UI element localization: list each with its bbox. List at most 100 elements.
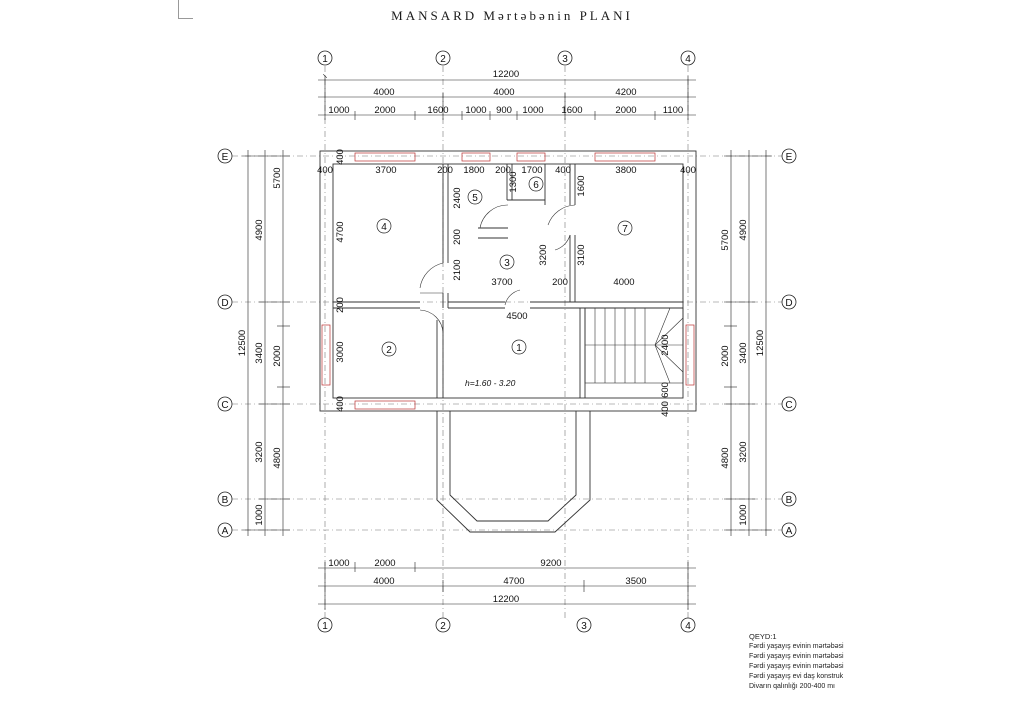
dim-bottom-r1-2: 2000	[374, 558, 395, 569]
notes-line: Fərdi yaşayış evinin mərtəbəsi	[749, 663, 844, 670]
dim-wall-200-d: 200	[335, 297, 346, 313]
dim-stair-h: 2400	[660, 334, 671, 355]
dim-wall-400-top: 400	[335, 149, 346, 165]
dim-bottom-r1-1: 1000	[328, 558, 349, 569]
dim-top-r2-3: 1600	[427, 105, 448, 116]
dim-r6-width: 1700	[521, 165, 542, 176]
dim-left-mid-3: 3200	[254, 441, 265, 462]
room-7-number: 7	[622, 224, 628, 235]
room-1-number: 1	[516, 343, 522, 354]
dim-r6-height: 1300	[508, 171, 519, 192]
dim-r7-width: 3800	[615, 165, 636, 176]
page-title: MANSARD Mərtəbənin PLANI	[391, 8, 633, 23]
left-dimension-lines	[242, 150, 290, 536]
dim-left-mid-1: 4900	[254, 219, 265, 240]
dim-bottom-r2-2: 4700	[503, 576, 524, 587]
room-5-number: 5	[472, 193, 478, 204]
dim-wall-400-c: 400	[680, 165, 696, 176]
dim-right-inner-1: 5700	[720, 229, 731, 250]
dim-top-r2-7: 1600	[561, 105, 582, 116]
dim-corridor: 4500	[506, 311, 527, 322]
dim-r4-width: 3700	[375, 165, 396, 176]
dim-door-200: 200	[452, 229, 463, 245]
dim-top-r2-5: 900	[496, 105, 512, 116]
dim-right-mid-4: 1000	[738, 504, 749, 525]
dim-left-outer: 12500	[237, 330, 248, 356]
dim-r6-v: 1600	[576, 175, 587, 196]
dim-right-inner-2: 2000	[720, 345, 731, 366]
axis-label-2-bottom: 2	[440, 621, 446, 632]
right-dimension-lines	[724, 150, 772, 536]
dim-right-mid-3: 3200	[738, 441, 749, 462]
axis-label-c-right: C	[785, 400, 792, 411]
door-swings	[419, 204, 576, 334]
dim-top-r2-1: 1000	[328, 105, 349, 116]
dim-wall-200-c: 200	[552, 277, 568, 288]
axis-label-1-top: 1	[322, 54, 328, 65]
dim-bottom-total: 12200	[493, 594, 519, 605]
axis-grid	[232, 66, 782, 618]
bottom-dimension-lines	[318, 562, 696, 610]
dim-left-mid-2: 3400	[254, 342, 265, 363]
axis-label-1-bottom: 1	[322, 621, 328, 632]
axis-bubbles	[217, 50, 797, 633]
dim-top-r1-1: 4000	[373, 87, 394, 98]
notes-line: Fərdi yaşayış evinin mərtəbəsi	[749, 653, 844, 660]
axis-label-2-top: 2	[440, 54, 446, 65]
dim-top-r2-6: 1000	[522, 105, 543, 116]
axis-label-d-right: D	[785, 298, 792, 309]
notes-line: Fərdi yaşayış evi daş konstruk	[749, 673, 844, 680]
dim-top-r2-8: 2000	[615, 105, 636, 116]
dim-wall-200-b: 200	[495, 165, 511, 176]
dim-top-r1-3: 4200	[615, 87, 636, 98]
room-6-number: 6	[533, 180, 539, 191]
axis-label-e-left: E	[222, 152, 229, 163]
dim-bottom-r2-1: 4000	[373, 576, 394, 587]
axis-label-b-right: B	[786, 495, 793, 506]
staircase	[584, 307, 684, 384]
dim-right-mid-2: 3400	[738, 342, 749, 363]
top-dimension-lines	[318, 76, 696, 120]
axis-label-b-left: B	[222, 495, 229, 506]
room-3-number: 3	[504, 258, 510, 269]
axis-label-c-left: C	[221, 400, 228, 411]
axis-label-a-left: A	[222, 526, 229, 537]
exterior-walls	[319, 150, 697, 533]
windows	[321, 152, 695, 410]
dim-wall-600: 600	[660, 382, 671, 398]
dim-wall-200-a: 200	[437, 165, 453, 176]
dim-right-inner-3: 4800	[720, 447, 731, 468]
dim-wall-400-e: 400	[660, 401, 671, 417]
dim-wall-400-a: 400	[317, 165, 333, 176]
dim-top-r2-2: 2000	[374, 105, 395, 116]
axis-label-d-left: D	[221, 298, 228, 309]
dim-r4-height: 4700	[335, 221, 346, 242]
axis-label-a-right: A	[786, 526, 793, 537]
dim-right-mid-1: 4900	[738, 219, 749, 240]
dim-r3-width: 3700	[491, 277, 512, 288]
notes-title: QEYD:1	[749, 632, 777, 641]
axis-label-3-top: 3	[562, 54, 568, 65]
dim-r7-v: 3100	[576, 244, 587, 265]
dim-r7-width-b: 4000	[613, 277, 634, 288]
dim-bottom-r2-3: 3500	[625, 576, 646, 587]
dim-bottom-r1-3: 9200	[540, 558, 561, 569]
room-4-number: 4	[381, 222, 387, 233]
dim-left-mid-4: 1000	[254, 504, 265, 525]
dim-top-r2-9: 1100	[663, 105, 683, 116]
dim-r3-height: 2100	[452, 259, 463, 280]
axis-label-3-bottom: 3	[581, 621, 587, 632]
dim-left-inner-3: 4800	[272, 447, 283, 468]
dim-wall-400-b: 400	[555, 165, 571, 176]
dim-top-r2-4: 1000	[465, 105, 486, 116]
room-2-number: 2	[386, 345, 392, 356]
dim-r3-v: 3200	[538, 244, 549, 265]
dim-wall-400-d: 400	[335, 396, 346, 412]
room-markers	[376, 176, 633, 357]
dim-top-total: 12200	[493, 69, 519, 80]
axis-label-4-bottom: 4	[685, 621, 691, 632]
height-note: h=1.60 - 3.20	[465, 378, 516, 388]
corner-frame-mark	[178, 0, 193, 19]
dim-left-inner-1: 5700	[272, 167, 283, 188]
